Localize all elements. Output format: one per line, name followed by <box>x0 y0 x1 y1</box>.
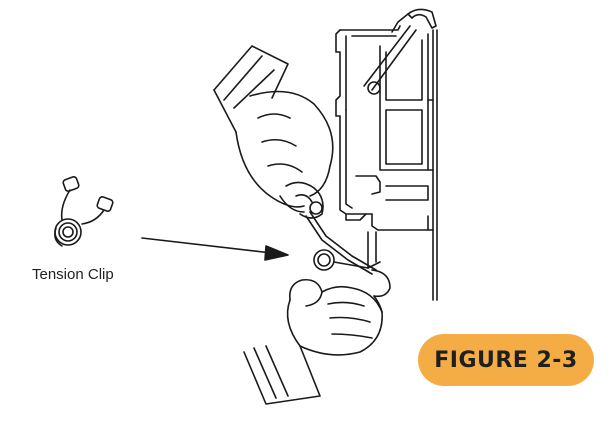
lower-gloved-hand <box>243 269 391 405</box>
frame-extrusion-profile <box>335 8 438 301</box>
upper-gloved-hand <box>213 45 334 219</box>
figure-caption-badge: FIGURE 2-3 <box>418 334 594 386</box>
tension-clip-label: Tension Clip <box>32 266 114 283</box>
tension-spring-installed <box>305 211 381 275</box>
tension-clip-icon <box>54 176 114 247</box>
arrow-right-icon <box>141 237 289 261</box>
